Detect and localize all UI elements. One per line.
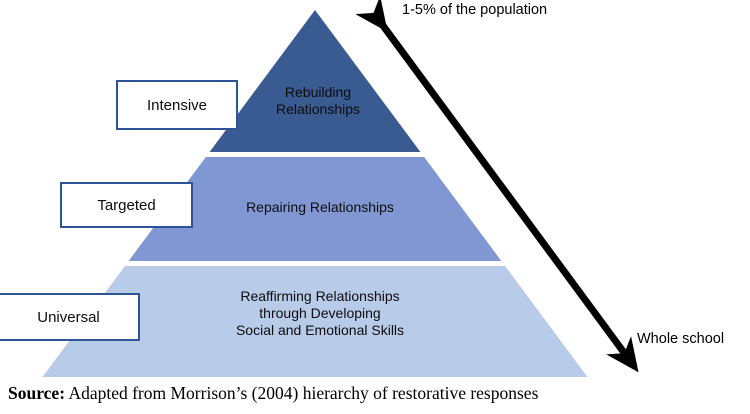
source-caption-text: Adapted from Morrison’s (2004) hierarchy…: [65, 383, 539, 403]
source-caption: Source: Adapted from Morrison’s (2004) h…: [8, 383, 748, 404]
callout-label-intensive-text: Intensive: [146, 96, 208, 114]
annotation-top-population: 1-5% of the population: [402, 2, 548, 18]
pyramid-tier-intensive-shape: [209, 10, 421, 152]
callout-label-targeted[interactable]: Targeted: [60, 182, 193, 228]
annotation-bottom-whole-school: Whole school: [637, 331, 725, 347]
callout-label-targeted-text: Targeted: [97, 196, 156, 214]
callout-label-universal[interactable]: Universal: [0, 293, 140, 341]
source-caption-label: Source:: [8, 383, 66, 403]
callout-label-universal-text: Universal: [37, 308, 100, 326]
callout-label-intensive[interactable]: Intensive: [116, 80, 238, 130]
